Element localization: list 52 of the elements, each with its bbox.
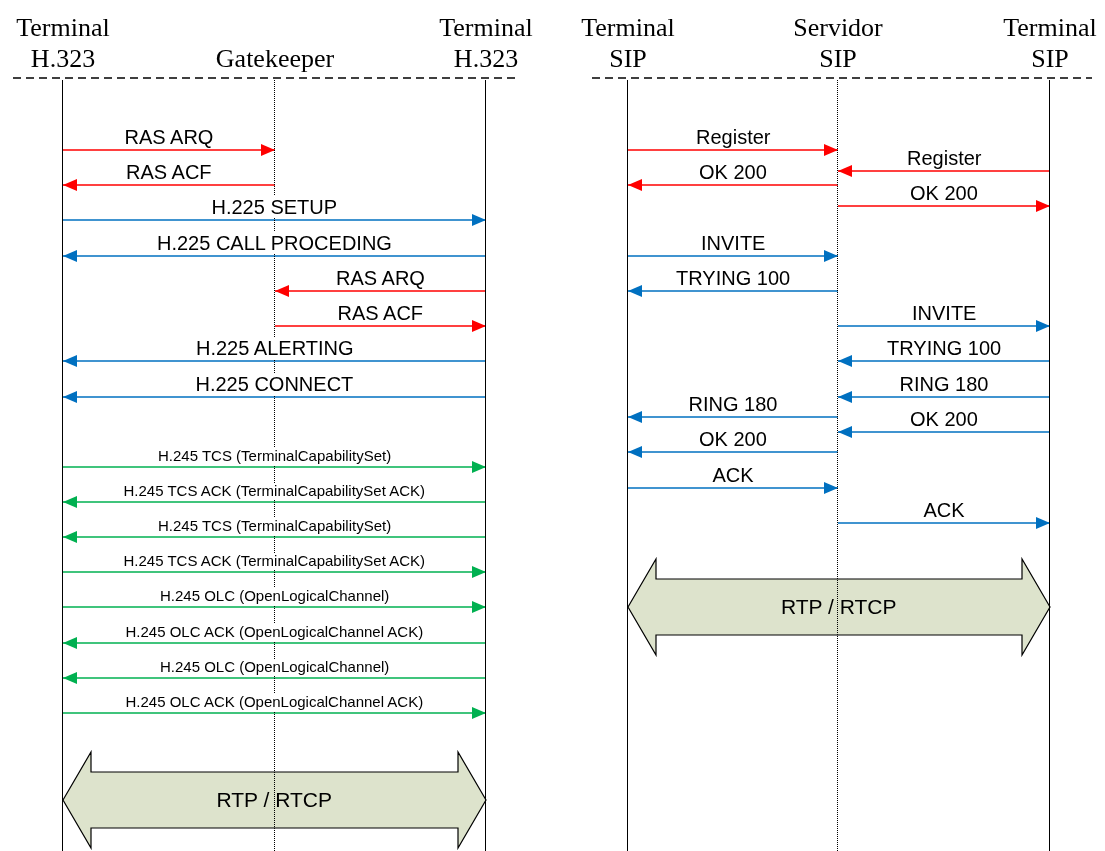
edge-label: H.245 TCS (TerminalCapabilitySet) [156, 518, 394, 535]
edge-label: Register [905, 147, 984, 169]
edge-label: H.245 OLC ACK (OpenLogicalChannel ACK) [123, 624, 426, 641]
double-block-arrow [62, 749, 487, 851]
participant-name: Gatekeeper [215, 43, 335, 74]
edge-label: H.245 TCS ACK (TerminalCapabilitySet ACK) [121, 553, 427, 570]
message-arrow [62, 637, 487, 649]
edge-label: RTP / RTCP [781, 595, 897, 619]
edge-label: RTP / RTCP [216, 788, 333, 812]
message-arrow [627, 250, 839, 262]
edge-label: H.245 TCS (TerminalCapabilitySet) [156, 448, 394, 465]
participant-name: Terminal SIP [1002, 12, 1098, 74]
edge-label: H.245 OLC (OpenLogicalChannel) [158, 659, 392, 676]
edge-label: H.245 OLC (OpenLogicalChannel) [158, 588, 392, 605]
edge-label: H.225 CALL PROCEDING [155, 232, 394, 254]
message-arrow [274, 285, 487, 297]
participant-name: Terminal H.323 [438, 12, 534, 74]
edge-label: H.245 OLC ACK (OpenLogicalChannel ACK) [123, 694, 426, 711]
message-arrow [62, 214, 487, 226]
message-arrow [837, 200, 1051, 212]
message-arrow [837, 426, 1051, 438]
edge-label: H.225 ALERTING [194, 337, 356, 359]
edge-label: Register [694, 126, 773, 148]
message-arrow [62, 391, 487, 403]
message-arrow [627, 482, 839, 494]
message-arrow [837, 320, 1051, 332]
message-arrow [62, 179, 276, 191]
double-block-arrow [627, 556, 1051, 658]
message-arrow [62, 144, 276, 156]
message-arrow [627, 446, 839, 458]
message-arrow [62, 601, 487, 613]
message-arrow [62, 707, 487, 719]
message-arrow [627, 144, 839, 156]
message-arrow [837, 517, 1051, 529]
message-arrow [62, 355, 487, 367]
message-arrow [62, 531, 487, 543]
message-arrow [62, 566, 487, 578]
message-arrow [62, 672, 487, 684]
participant-name: Terminal H.323 [15, 12, 111, 74]
message-arrow [274, 320, 487, 332]
message-arrow [62, 250, 487, 262]
message-arrow [837, 165, 1051, 177]
message-arrow [837, 391, 1051, 403]
participant-name: Servidor SIP [792, 12, 884, 74]
message-arrow [837, 355, 1051, 367]
message-arrow [62, 461, 487, 473]
edge-label: H.245 TCS ACK (TerminalCapabilitySet ACK) [121, 483, 427, 500]
message-arrow [627, 179, 839, 191]
participant-name: Terminal SIP [580, 12, 676, 74]
message-arrow [627, 285, 839, 297]
message-arrow [627, 411, 839, 423]
message-arrow [62, 496, 487, 508]
